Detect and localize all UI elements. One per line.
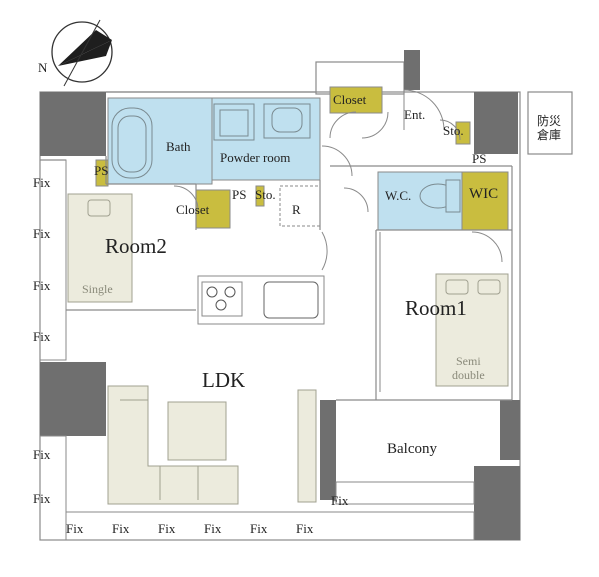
fix-window-label: Fix xyxy=(33,447,51,462)
fix-window-label: Fix xyxy=(33,491,51,506)
single-bed-label: Single xyxy=(82,282,113,296)
compass-icon xyxy=(51,19,113,87)
wic-label: WIC xyxy=(469,186,499,202)
entrance-label: Ent. xyxy=(404,107,426,122)
compass-north-label: N xyxy=(38,60,48,75)
closet-room2-label: Closet xyxy=(176,202,210,217)
fix-window-label: Fix xyxy=(66,521,84,536)
single-bed xyxy=(67,193,133,303)
kitchen-counter xyxy=(197,275,325,325)
fix-window-label: Fix xyxy=(250,521,268,536)
sofa xyxy=(107,385,317,505)
fix-window-label: Fix xyxy=(33,329,51,344)
storage-blocks xyxy=(95,86,509,231)
room1-label: Room1 xyxy=(405,296,467,320)
bath-area xyxy=(107,97,213,185)
semi-double-bed-label: Semi double xyxy=(452,354,485,382)
wc-label: W.C. xyxy=(385,188,412,203)
structural-walls xyxy=(40,50,520,540)
disaster-storage-label: 防災 倉庫 xyxy=(537,114,562,143)
fix-window-label: Fix xyxy=(33,175,51,190)
closet-top-label: Closet xyxy=(333,92,367,107)
ps-right-label: PS xyxy=(472,151,487,166)
semi-double-bed xyxy=(435,273,509,387)
fix-window-label: Fix xyxy=(112,521,130,536)
refrigerator-label: R xyxy=(292,202,301,217)
powder-room-label: Powder room xyxy=(220,150,291,165)
fix-window-label: Fix xyxy=(204,521,222,536)
ps-left-label: PS xyxy=(94,163,109,178)
fix-window-label: Fix xyxy=(296,521,314,536)
balcony-label: Balcony xyxy=(387,441,437,457)
fix-window-label: Fix xyxy=(33,278,51,293)
powder-room-area xyxy=(211,97,321,181)
fix-window-label: Fix xyxy=(33,226,51,241)
fix-window-label: Fix xyxy=(331,493,349,508)
room2-label: Room2 xyxy=(105,234,167,258)
bath-label: Bath xyxy=(166,139,191,154)
sto-mid-label: Sto. xyxy=(255,187,276,202)
ldk-label: LDK xyxy=(202,368,246,392)
sto-entrance-label: Sto. xyxy=(443,123,464,138)
ps-mid-label: PS xyxy=(232,187,247,202)
wc-area xyxy=(377,171,463,231)
fix-window-label: Fix xyxy=(158,521,176,536)
